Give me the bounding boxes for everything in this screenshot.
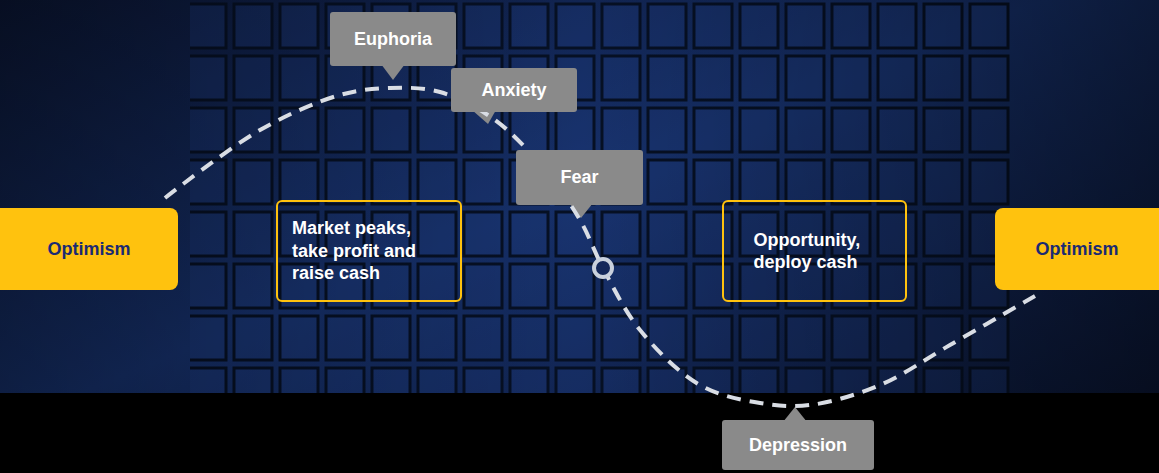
phase-callout: Euphoria bbox=[330, 12, 456, 66]
cycle-curve bbox=[165, 88, 1035, 406]
shading bbox=[0, 0, 1159, 395]
action-box: Market peaks, take profit and raise cash bbox=[276, 200, 462, 302]
bottom-band bbox=[0, 393, 1159, 473]
phase-box: Optimism bbox=[0, 208, 178, 290]
phase-label: Optimism bbox=[1035, 238, 1118, 261]
phase-callout: Anxiety bbox=[451, 68, 577, 112]
phase-label: Optimism bbox=[47, 238, 130, 261]
callout-pointer bbox=[381, 64, 405, 80]
phase-callout: Fear bbox=[516, 150, 643, 205]
phase-label: Anxiety bbox=[481, 79, 546, 102]
phase-label: Depression bbox=[749, 434, 847, 457]
position-marker bbox=[594, 259, 612, 277]
phase-label: Opportunity, deploy cash bbox=[754, 229, 889, 274]
phase-callout: Depression bbox=[722, 420, 874, 470]
phase-label: Market peaks, take profit and raise cash bbox=[292, 217, 442, 285]
phase-label: Euphoria bbox=[354, 28, 432, 51]
phase-box: Optimism bbox=[995, 208, 1159, 290]
phase-label: Fear bbox=[560, 166, 598, 189]
action-box: Opportunity, deploy cash bbox=[722, 200, 907, 302]
